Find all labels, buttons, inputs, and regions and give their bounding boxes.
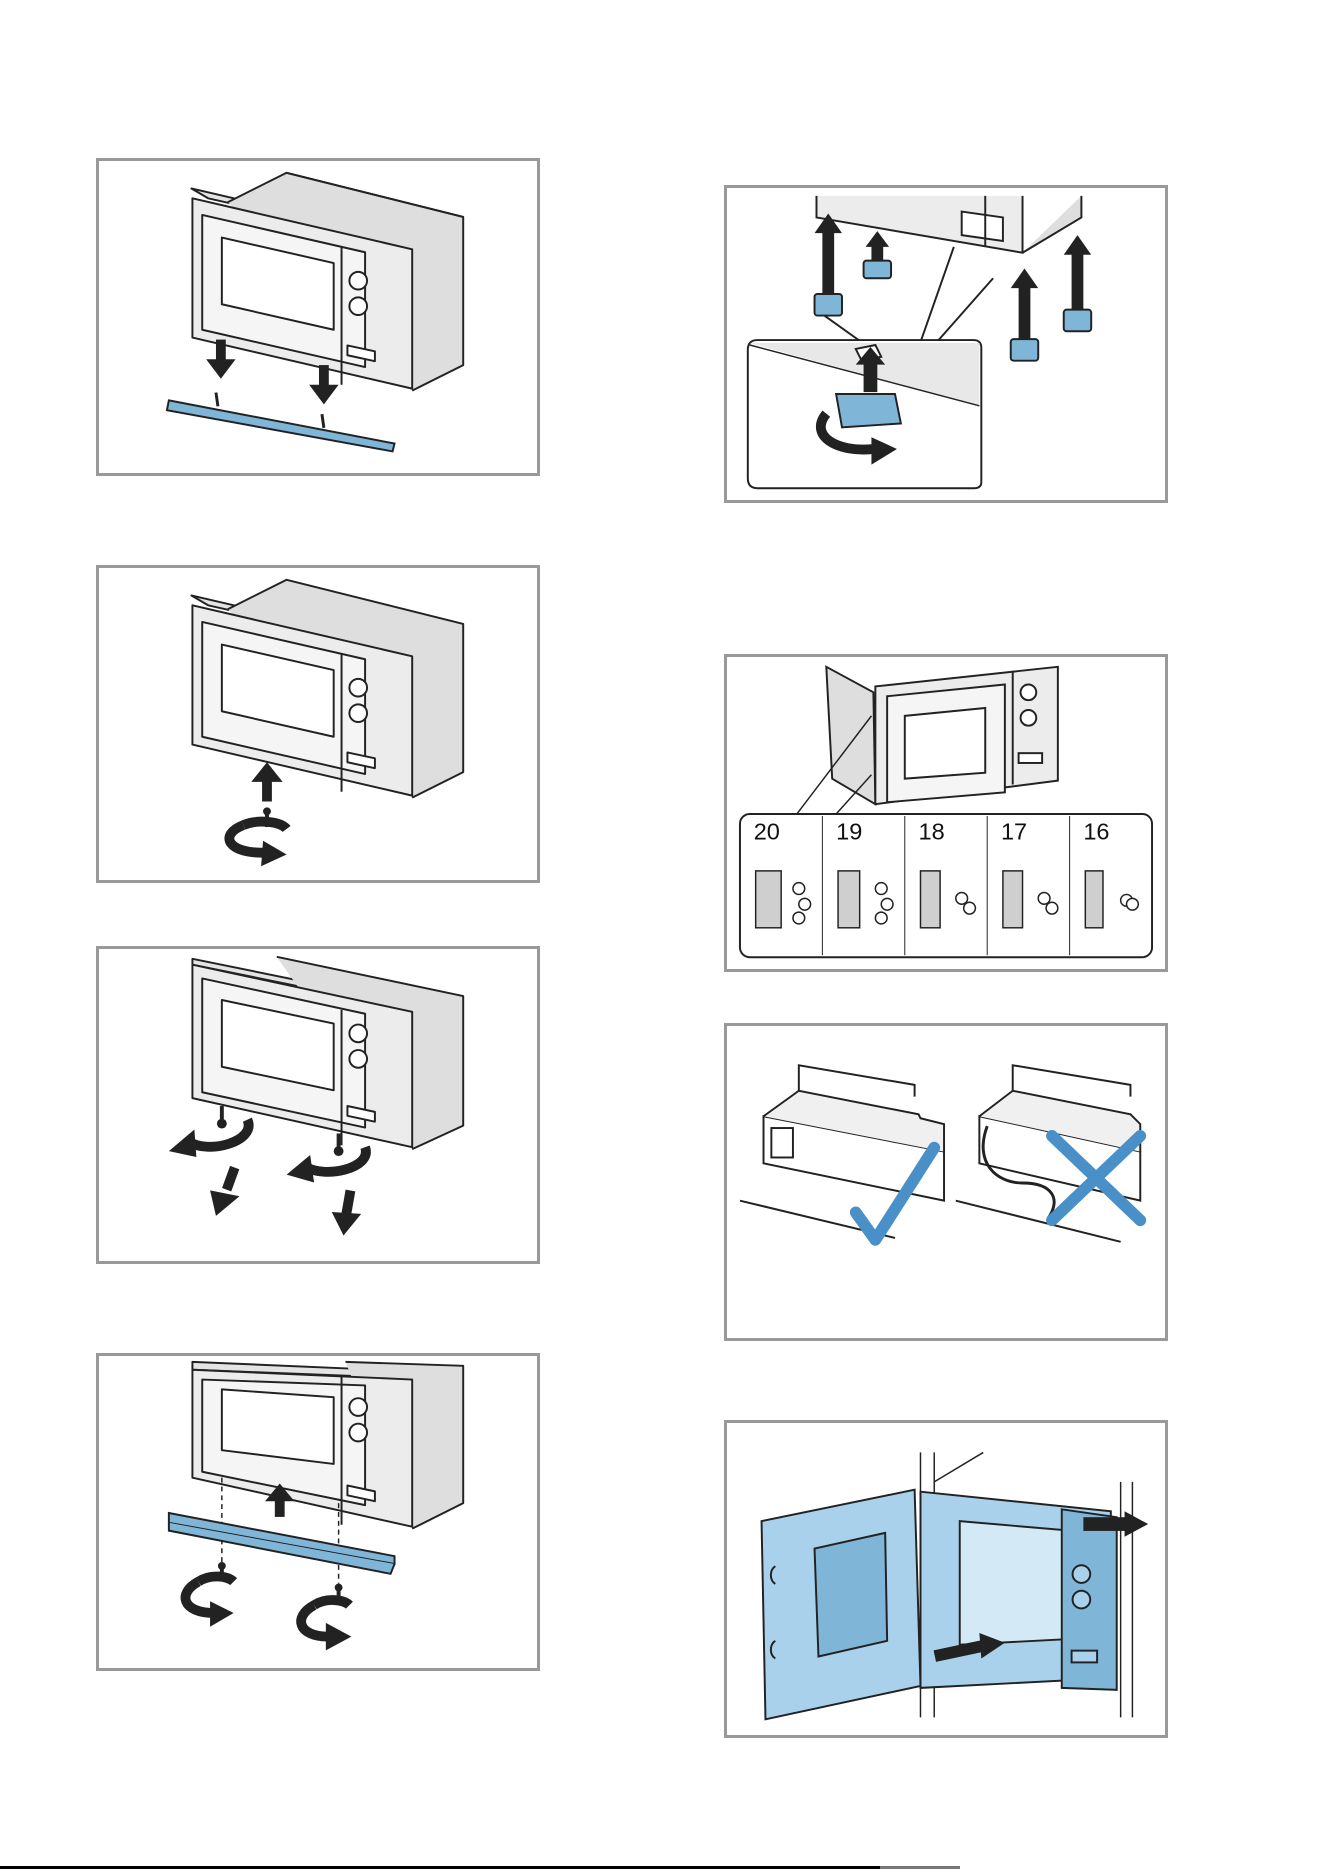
step-panel-8 [724, 1420, 1168, 1738]
illustration-spacer-distances: 20 19 18 17 16 [727, 657, 1165, 969]
step-panel-4 [96, 1353, 540, 1671]
illustration-open-door-install [727, 1423, 1165, 1735]
illustration-screw-bottom [99, 568, 537, 880]
step-panel-3 [96, 946, 540, 1264]
illustration-place-microwave-on-rail [99, 161, 537, 473]
illustration-adjust-feet [727, 188, 1165, 500]
spacer-label-16: 16 [1083, 818, 1109, 844]
step-panel-7 [724, 1023, 1168, 1341]
spacer-label-18: 18 [919, 818, 945, 844]
illustration-fix-rail [99, 1356, 537, 1668]
footer-rule [0, 1866, 960, 1869]
footer-rule-gray [880, 1866, 960, 1869]
spacer-label-17: 17 [1001, 818, 1027, 844]
spacer-label-20: 20 [754, 818, 780, 844]
illustration-cable-routing [727, 1026, 1165, 1338]
spacer-label-19: 19 [836, 818, 862, 844]
step-panel-1 [96, 158, 540, 476]
step-panel-6: 20 19 18 17 16 [724, 654, 1168, 972]
step-panel-5 [724, 185, 1168, 503]
illustration-remove-screws [99, 949, 537, 1261]
step-panel-2 [96, 565, 540, 883]
